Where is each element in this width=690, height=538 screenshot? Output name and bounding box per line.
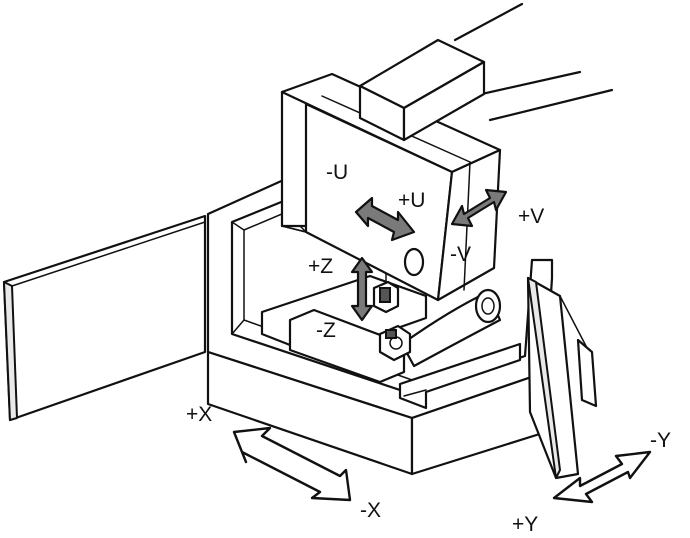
minus-v-label: -V xyxy=(450,243,471,266)
plus-x-label: +X xyxy=(186,403,213,426)
wire-guide-drum xyxy=(400,288,502,368)
right-door xyxy=(526,276,598,480)
x-axis-arrow xyxy=(232,426,352,502)
minus-x-label: -X xyxy=(360,499,381,522)
plus-y-label: +Y xyxy=(512,513,539,536)
left-door xyxy=(2,214,207,422)
minus-u-label: -U xyxy=(326,161,349,184)
minus-z-label: -Z xyxy=(316,319,336,342)
upper-wire-guide xyxy=(372,269,400,314)
plus-u-label: +U xyxy=(398,189,426,212)
minus-y-label: -Y xyxy=(650,429,671,452)
v-axis-arrow xyxy=(450,188,508,228)
plus-z-label: +Z xyxy=(308,255,334,278)
tank-body xyxy=(206,176,554,476)
head-top-block xyxy=(358,38,486,142)
u-axis-arrow xyxy=(354,196,416,242)
lower-wire-guide xyxy=(378,324,412,362)
y-axis-arrow xyxy=(552,450,652,504)
z-axis-arrow xyxy=(350,256,374,322)
plus-v-label: +V xyxy=(518,205,545,228)
